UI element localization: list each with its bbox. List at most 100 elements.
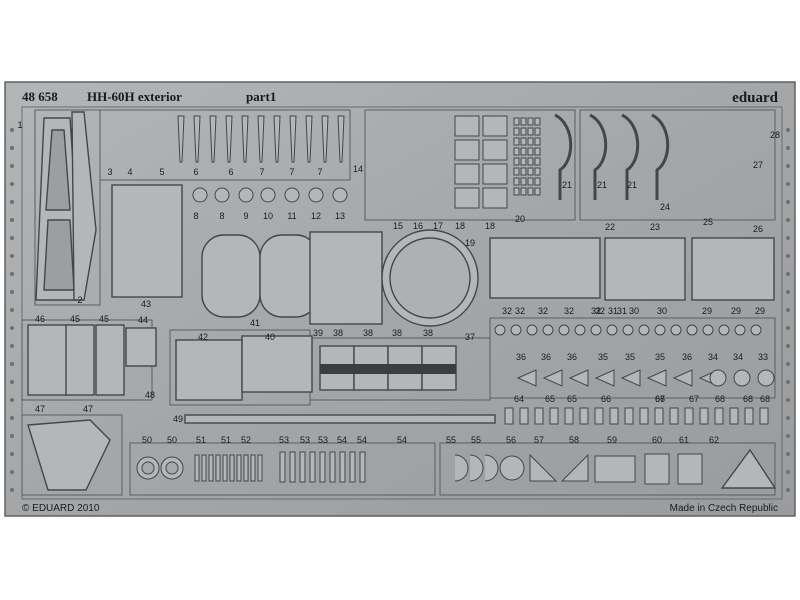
part-41-oval-left [201,234,261,318]
part-number-label: 36 [541,352,551,362]
ring-hole [141,461,155,475]
stud-part [670,324,682,336]
small-parts [136,113,775,485]
edge-dot [10,470,14,474]
part-40-panel [241,335,313,393]
edge-dot [10,344,14,348]
edge-dot [10,272,14,276]
blade-part [305,115,313,163]
edge-dots [10,128,790,492]
part-number-label: 11 [287,211,296,221]
edge-dot [10,218,14,222]
bar-part [339,451,346,483]
mesh-cell [534,167,541,176]
edge-dot [786,326,790,330]
edge-dot [10,398,14,402]
stud-part [542,324,554,336]
hook-part [651,113,670,200]
gear-part [733,369,751,387]
part-number-label: 7 [259,167,264,177]
part-number-label: 29 [702,306,712,316]
edge-dot [786,344,790,348]
mesh-cell [520,117,527,126]
edge-dot [786,236,790,240]
pin-part [229,454,235,482]
edge-dot [786,488,790,492]
edge-dot [10,434,14,438]
grid-part [454,139,480,161]
round-part [308,187,324,203]
tab-part [684,407,694,425]
part-number-label: 54 [357,435,367,445]
arrow-part [516,369,537,387]
part-number-label: 35 [598,352,608,362]
part-number-label: 35 [625,352,635,362]
edge-dot [786,380,790,384]
bar-part [309,451,316,483]
blade-part [193,115,201,163]
part-number-label: 18 [485,221,495,231]
part-number-label: 66 [601,394,611,404]
part-43-panel [111,184,183,298]
blade-part [337,115,345,163]
part-number-label: 20 [515,214,525,224]
part-number-label: 53 [300,435,310,445]
part-number-label: 7 [317,167,322,177]
tab-part [639,407,649,425]
part-2-frame [71,111,97,301]
pin-part [201,454,207,482]
tab-part [594,407,604,425]
part-number-label: 16 [413,221,423,231]
arc-part [469,454,484,482]
bar-part [319,451,326,483]
gear-part [757,369,775,387]
part-number-label: 17 [433,221,443,231]
mesh-cell [534,127,541,136]
part-number-label: 7 [289,167,294,177]
mesh-cell [513,177,520,186]
part-number-label: 65 [567,394,577,404]
stud-part [734,324,746,336]
stud-part [686,324,698,336]
edge-dot [10,290,14,294]
part-number-label: 24 [660,202,670,212]
part-number-label: 13 [335,211,345,221]
part-number-label: 65 [545,394,555,404]
part-number-label: 5 [159,167,164,177]
pin-part [250,454,256,482]
edge-dot [786,272,790,276]
tab-part [729,407,739,425]
edge-dot [786,434,790,438]
part-26-panel [691,237,775,301]
hook-part [589,113,608,200]
blade-part [225,115,233,163]
part-number-label: 54 [397,435,407,445]
ring-hole [165,461,179,475]
stud-part [702,324,714,336]
round-part [214,187,230,203]
pin-part [236,454,242,482]
grille-part [594,455,636,483]
bar-part [299,451,306,483]
mesh-cell [527,177,534,186]
disc-part [499,455,525,481]
part-number-label: 56 [506,435,516,445]
part-number-label: 47 [35,404,45,414]
edge-dot [786,218,790,222]
part-number-label: 53 [318,435,328,445]
edge-dot [10,236,14,240]
edge-dot [10,128,14,132]
mesh-cell [513,147,520,156]
part-number-label: 38 [333,328,343,338]
part-number-label: 53 [279,435,289,445]
edge-dot [786,308,790,312]
part-62-triangle [720,448,777,489]
part-number-label: 42 [198,332,208,342]
mesh-cell [520,127,527,136]
part-number-label: 23 [650,222,660,232]
part-number-label: 45 [70,314,80,324]
fret-part: part1 [246,89,276,104]
part-number-label: 21 [627,180,637,190]
mesh-cell [513,167,520,176]
part-number-label: 21 [597,180,607,190]
